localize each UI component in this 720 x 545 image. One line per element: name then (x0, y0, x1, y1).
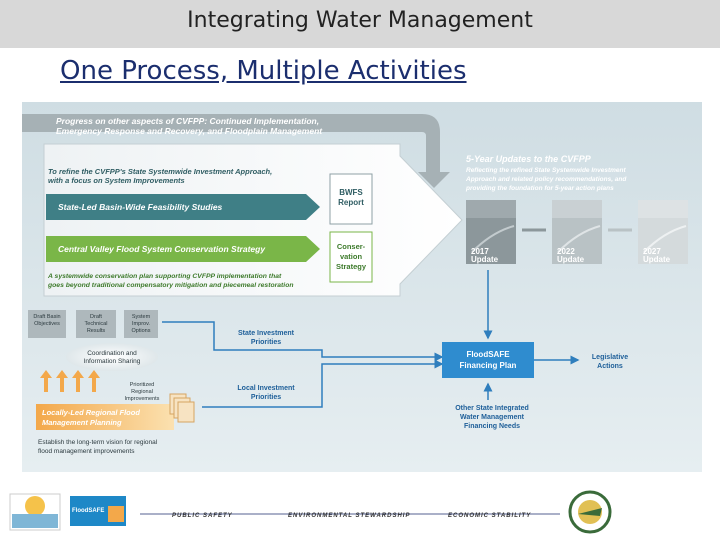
cons-line3: Strategy (336, 262, 367, 271)
cons-line2: vation (340, 252, 363, 261)
updates-title: 5-Year Updates to the CVFPP (466, 154, 592, 164)
system-improv-line3: Options (132, 328, 151, 334)
header-bar (0, 0, 720, 48)
bwfs-report-box (329, 173, 373, 225)
draft-basin-line2: Objectives (34, 321, 60, 327)
prioritized-line3: Improvements (125, 396, 160, 402)
locally-led-box (36, 404, 174, 430)
locally-line2: Management Planning (42, 418, 122, 427)
prioritized-line2: Regional (131, 389, 153, 395)
updates-line3: providing the foundation for 5-year acti… (465, 185, 614, 192)
progress-line1: Progress on other aspects of CVFPP: Cont… (56, 116, 319, 126)
footer-graphics (9, 490, 612, 534)
coordination-ellipse (66, 343, 158, 371)
refine-line2: with a focus on System Improvements (48, 176, 185, 185)
bwfs-line1: BWFS (339, 188, 363, 197)
cons-line1: Conser- (337, 242, 366, 251)
draft-tech-line3: Results (87, 328, 106, 334)
system-improv-line2: Improv. (132, 321, 150, 327)
refine-line1: To refine the CVFPP's State Systemwide I… (48, 167, 272, 176)
update-2027-label: Update (643, 255, 671, 264)
local-inv-connector (202, 359, 444, 408)
floodsafe-line1: FloodSAFE (466, 350, 510, 359)
conservation-strategy-box (329, 231, 373, 283)
coord-line2: Information Sharing (84, 358, 141, 365)
plan-line1: A systemwide conservation plan supportin… (47, 273, 282, 280)
local-inv-line1: Local Investment (237, 385, 295, 392)
local-inv-line2: Priorities (251, 394, 281, 401)
floodsafe-financing-box (442, 342, 534, 378)
update-2022-label: Update (557, 255, 585, 264)
update-2017-doc: 2017 Update (466, 200, 516, 264)
draft-tech-line1: Draft (90, 314, 102, 320)
update-2017-label: Update (471, 255, 499, 264)
plan-line2: goes beyond traditional compensatory mit… (47, 282, 294, 289)
footer-economic: ECONOMIC STABILITY (448, 513, 532, 519)
footer-environmental: ENVIRONMENTAL STEWARDSHIP (288, 513, 411, 519)
other-line3: Financing Needs (464, 423, 520, 430)
establish-line2: flood management improvements (38, 448, 135, 455)
process-diagram: Progress on other aspects of CVFPP: Cont… (22, 102, 702, 472)
update-2022-doc: 2022 Update (552, 200, 602, 264)
floodsafe-line2: Financing Plan (460, 361, 517, 370)
progress-arrow (22, 114, 450, 188)
footer (0, 486, 720, 540)
draft-basin-box (28, 310, 66, 338)
prioritized-line1: Prioritized (130, 382, 154, 388)
update-2027-doc: 2027 Update (638, 200, 688, 264)
establish-line1: Establish the long-term vision for regio… (38, 439, 158, 446)
state-inv-connector (162, 321, 444, 362)
slide-title: One Process, Multiple Activities (60, 56, 467, 86)
bwfs-line2: Report (338, 198, 364, 207)
conservation-arrow (46, 236, 320, 262)
floodsafe-logo: FloodSAFE (72, 508, 105, 514)
state-led-label: State-Led Basin-Wide Feasibility Studies (58, 202, 223, 212)
legislative-line1: Legislative (592, 354, 628, 361)
draft-tech-line2: Technical (85, 321, 108, 327)
locally-line1: Locally-Led Regional Flood (42, 408, 140, 417)
draft-basin-line1: Draft Basin (33, 314, 60, 320)
updates-line2: Approach and related policy recommendati… (465, 176, 627, 183)
state-led-arrow (46, 194, 320, 220)
update-2027-year: 2027 (643, 247, 661, 256)
draft-technical-box (76, 310, 116, 338)
system-improv-box (124, 310, 158, 338)
legislative-line2: Actions (597, 363, 623, 370)
other-line2: Water Management (460, 414, 525, 421)
coord-arrows (44, 374, 96, 392)
coord-line1: Coordination and (87, 350, 137, 357)
other-line1: Other State Integrated (455, 405, 529, 412)
footer-public-safety: PUBLIC SAFETY (172, 513, 233, 519)
updates-line1: Reflecting the refined State Systemwide … (466, 167, 626, 174)
progress-line2: Emergency Response and Recovery, and Flo… (56, 126, 323, 136)
state-inv-line1: State Investment (238, 330, 295, 337)
system-improv-line1: System (132, 314, 151, 320)
state-inv-line2: Priorities (251, 339, 281, 346)
update-2022-year: 2022 (557, 247, 575, 256)
update-2017-year: 2017 (471, 247, 489, 256)
header-title: Integrating Water Management (187, 8, 533, 33)
conservation-label: Central Valley Flood System Conservation… (58, 244, 266, 254)
